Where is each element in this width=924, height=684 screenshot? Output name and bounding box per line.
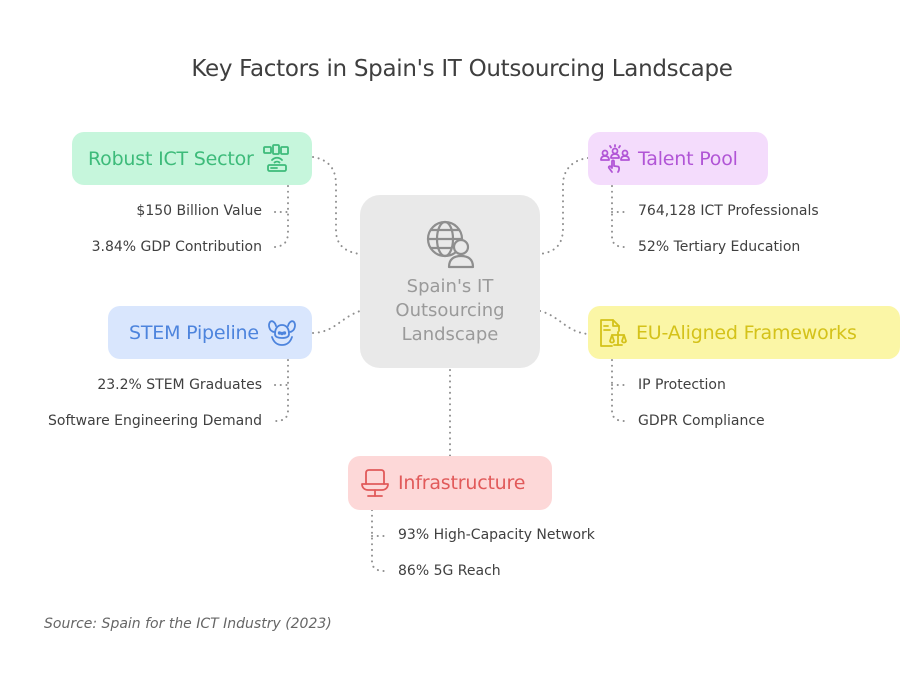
center-label-line-1: Spain's IT — [406, 276, 494, 297]
connector-center-stem — [312, 310, 361, 334]
factor-label: Talent Pool — [638, 147, 738, 170]
center-node[interactable]: Spain's IT Outsourcing Landscape — [360, 195, 540, 368]
center-label: Spain's IT Outsourcing Landscape — [360, 275, 540, 347]
factor-item: 93% High-Capacity Network — [398, 527, 595, 543]
connector-talent-items — [611, 185, 626, 248]
connector-infra-items — [371, 509, 386, 572]
factor-item: GDPR Compliance — [638, 413, 765, 429]
factor-label: EU-Aligned Frameworks — [636, 321, 857, 344]
factor-item: $150 Billion Value — [136, 203, 262, 219]
factor-item: 3.84% GDP Contribution — [91, 239, 262, 255]
network-devices-icon — [262, 143, 292, 174]
diagram-title: Key Factors in Spain's IT Outsourcing La… — [191, 56, 733, 82]
globe-user-icon — [425, 219, 477, 269]
factor-item: Software Engineering Demand — [48, 413, 262, 429]
connector-center-eu — [539, 310, 589, 335]
factor-node-talent-pool[interactable]: Talent Pool — [588, 132, 768, 185]
factor-node-eu-aligned-frameworks[interactable]: EU-Aligned Frameworks — [588, 306, 900, 359]
connector-stem-items — [274, 359, 289, 422]
connector-center-talent — [539, 157, 589, 255]
connector-eu-items — [611, 359, 626, 422]
desk-chair-icon — [360, 468, 390, 498]
legal-document-scale-icon — [598, 318, 628, 348]
team-select-icon — [600, 143, 630, 174]
center-label-line-3: Landscape — [401, 324, 499, 345]
robot-mascot-icon — [267, 318, 297, 348]
factor-item: IP Protection — [638, 377, 726, 393]
factor-node-robust-ict-sector[interactable]: Robust ICT Sector — [72, 132, 312, 185]
factor-item: 52% Tertiary Education — [638, 239, 801, 255]
factor-node-stem-pipeline[interactable]: STEM Pipeline — [108, 306, 312, 359]
factor-item: 86% 5G Reach — [398, 563, 501, 579]
factor-label: Robust ICT Sector — [88, 147, 254, 170]
connector-center-ict — [312, 156, 361, 255]
factor-node-infrastructure[interactable]: Infrastructure — [348, 456, 552, 510]
center-label-line-2: Outsourcing — [395, 300, 505, 321]
factor-label: Infrastructure — [398, 472, 526, 494]
source-citation: Source: Spain for the ICT Industry (2023… — [44, 616, 332, 632]
factor-item: 23.2% STEM Graduates — [97, 377, 262, 393]
factor-item: 764,128 ICT Professionals — [638, 203, 819, 219]
factor-label: STEM Pipeline — [129, 321, 259, 344]
connector-ict-items — [274, 185, 289, 248]
